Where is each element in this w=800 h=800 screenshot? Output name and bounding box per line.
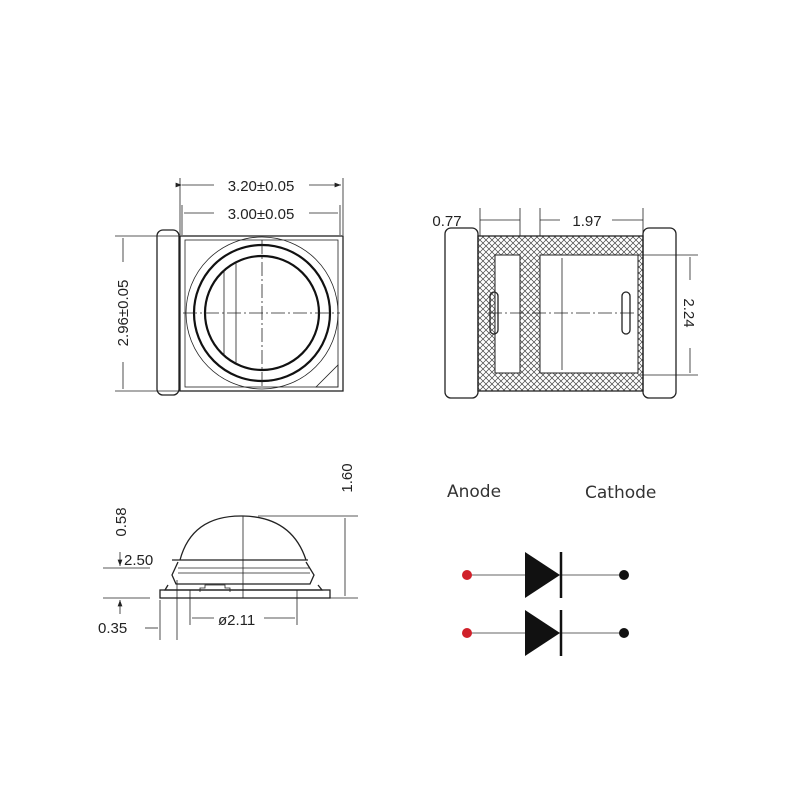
lens-width-dimension: 2.50 bbox=[124, 552, 153, 569]
diode-triangle-icon bbox=[525, 552, 560, 598]
cathode-terminal bbox=[619, 628, 629, 638]
pad-width-dimension: 0.77 bbox=[432, 213, 461, 230]
lens-offset-dimension: 0.58 bbox=[113, 507, 130, 536]
height-dimension: 2.96±0.05 bbox=[115, 280, 132, 347]
bottom-view: 0.77 1.97 2.24 bbox=[432, 208, 698, 399]
anode-label: Anode bbox=[447, 482, 501, 502]
left-pad bbox=[156, 229, 180, 396]
cavity-height-dimension: 2.24 bbox=[680, 298, 697, 327]
package-body bbox=[179, 235, 344, 392]
lens-diameter-dimension: ø2.11 bbox=[218, 612, 255, 629]
diode-triangle-icon bbox=[525, 610, 560, 656]
width-inner-dimension: 3.00±0.05 bbox=[228, 206, 295, 223]
anode-pad bbox=[444, 227, 479, 399]
diode-2 bbox=[462, 610, 629, 656]
side-view: 1.60 0.58 2.50 0.35 ø2.11 bbox=[98, 463, 358, 640]
total-height-dimension: 1.60 bbox=[339, 463, 356, 492]
diode-schematic: Anode Cathode bbox=[447, 482, 656, 656]
anode-terminal bbox=[462, 570, 472, 580]
cathode-terminal bbox=[619, 570, 629, 580]
base-height-dimension: 0.35 bbox=[98, 620, 127, 637]
cathode-pad bbox=[642, 227, 677, 399]
width-outer-dimension: 3.20±0.05 bbox=[228, 178, 295, 195]
cavity-width-dimension: 1.97 bbox=[572, 213, 601, 230]
top-view: 3.20±0.05 3.00±0.05 2.96±0.05 bbox=[115, 178, 344, 396]
anode-terminal bbox=[462, 628, 472, 638]
diode-1 bbox=[462, 552, 629, 598]
cathode-label: Cathode bbox=[585, 483, 656, 503]
